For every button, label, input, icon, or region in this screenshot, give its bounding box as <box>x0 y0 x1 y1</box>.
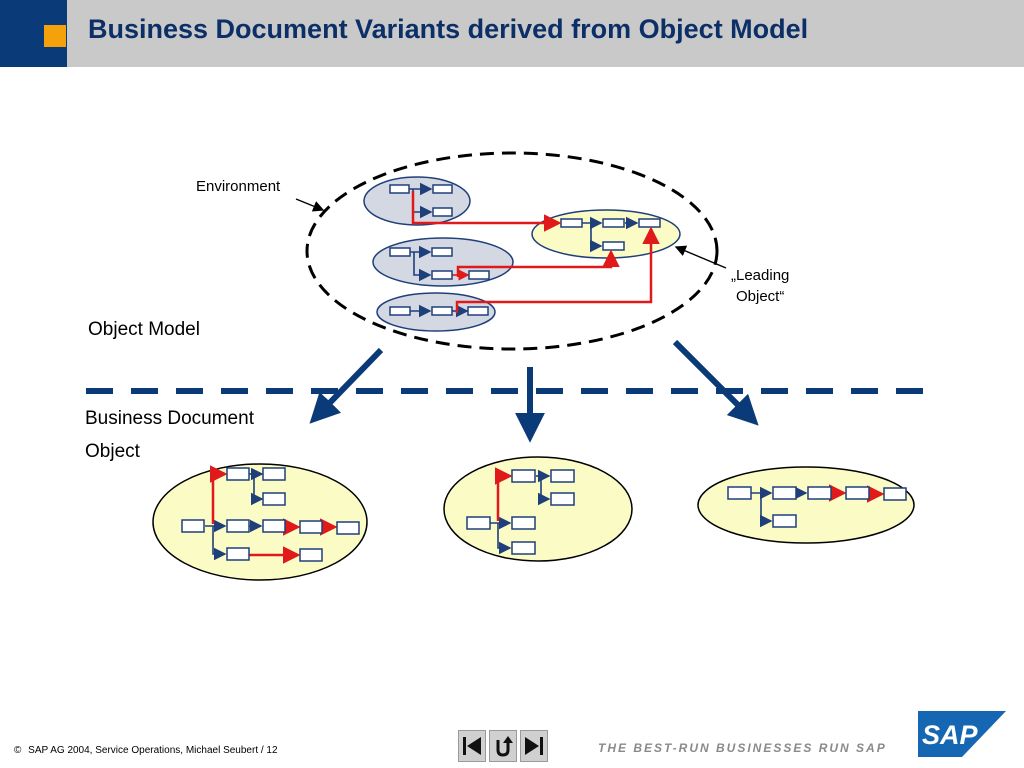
svg-text:®: ® <box>974 748 980 757</box>
object-model-boundary <box>305 151 719 351</box>
leading-object-label-line2: Object“ <box>736 288 785 305</box>
sap-logo-text: SAP <box>922 720 979 750</box>
bdo-label-line2: Object <box>85 441 140 462</box>
bdo-variant-3 <box>697 466 915 544</box>
return-icon <box>496 736 513 757</box>
derive-arrow-left <box>309 347 384 424</box>
copyright-symbol: © <box>14 745 22 756</box>
header-accent-square <box>44 25 66 47</box>
bdo-label-line1: Business Document <box>85 408 254 429</box>
page-title: Business Document Variants derived from … <box>88 14 809 44</box>
previous-icon <box>463 737 481 755</box>
association-path-2 <box>456 249 620 277</box>
copyright-text: SAP AG 2004, Service Operations, Michael… <box>28 745 278 756</box>
association-path-1 <box>411 191 562 232</box>
leading-object <box>531 209 681 259</box>
bdo-variant-2 <box>443 456 633 562</box>
nav-next-button[interactable] <box>520 730 548 762</box>
object-model-label: Object Model <box>88 319 200 340</box>
environment-object-1 <box>363 176 471 226</box>
leading-object-pointer <box>674 245 727 269</box>
nav-return-button[interactable] <box>489 730 517 762</box>
nav-previous-button[interactable] <box>458 730 486 762</box>
bdo-variant-1 <box>152 463 368 581</box>
sap-tagline: THE BEST-RUN BUSINESSES RUN SAP <box>598 741 887 755</box>
derive-arrow-right <box>672 339 759 426</box>
next-icon <box>525 737 543 755</box>
header-bar <box>0 0 1024 67</box>
environment-object-3 <box>376 292 496 332</box>
footer-copyright: © SAP AG 2004, Service Operations, Micha… <box>14 745 278 756</box>
leading-object-label-line1: „Leading <box>731 267 790 284</box>
environment-object-2 <box>372 237 514 287</box>
association-path-3 <box>455 226 660 313</box>
environment-label: Environment <box>196 178 281 195</box>
sap-logo: SAP ® <box>918 711 1006 757</box>
environment-pointer <box>295 198 325 212</box>
